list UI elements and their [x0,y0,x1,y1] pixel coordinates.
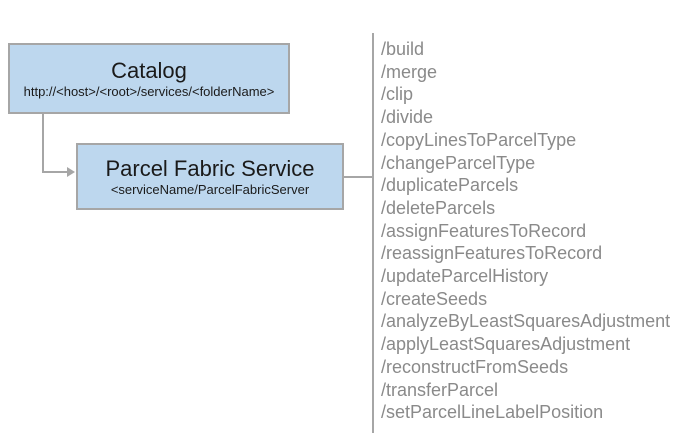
endpoint-item: /transferParcel [381,379,499,400]
endpoint-item: /copyLinesToParcelType [381,129,577,150]
endpoint-item: /build [381,39,425,59]
endpoint-item: /duplicateParcels [381,175,519,196]
catalog-box: Catalog http://<host>/<root>/services/<f… [8,43,290,114]
endpoint-item: /reassignFeaturesToRecord [381,243,603,264]
catalog-url-pattern: http://<host>/<root>/services/<folderNam… [23,83,275,99]
connector-catalog-to-service-vertical [42,114,44,173]
parcel-fabric-service-box: Parcel Fabric Service <serviceName/Parce… [76,143,344,210]
endpoint-item: /clip [381,84,414,105]
endpoint-list-rule [372,33,374,433]
endpoint-item: /createSeeds [381,288,488,309]
endpoint-item: /assignFeaturesToRecord [381,220,587,241]
service-url-pattern: <serviceName/ParcelFabricServer [110,181,310,197]
connector-service-to-endpoints [344,176,373,178]
endpoint-item: /analyzeByLeastSquaresAdjustment [381,311,671,332]
endpoint-item: /merge [381,61,438,82]
endpoint-item: /applyLeastSquaresAdjustment [381,334,631,355]
endpoint-item: /deleteParcels [381,197,496,218]
connector-catalog-to-service-horizontal [42,171,69,173]
catalog-title: Catalog [111,57,187,83]
arrowhead-icon [67,167,75,177]
endpoint-item: /updateParcelHistory [381,266,549,287]
endpoint-item: /setParcelLineLabelPosition [381,402,604,423]
endpoint-list: /build/merge/clip/divide/copyLinesToParc… [381,38,670,424]
endpoint-item: /divide [381,107,434,128]
endpoint-item: /changeParcelType [381,152,536,173]
endpoint-item: /reconstructFromSeeds [381,356,569,377]
service-title: Parcel Fabric Service [105,155,315,181]
